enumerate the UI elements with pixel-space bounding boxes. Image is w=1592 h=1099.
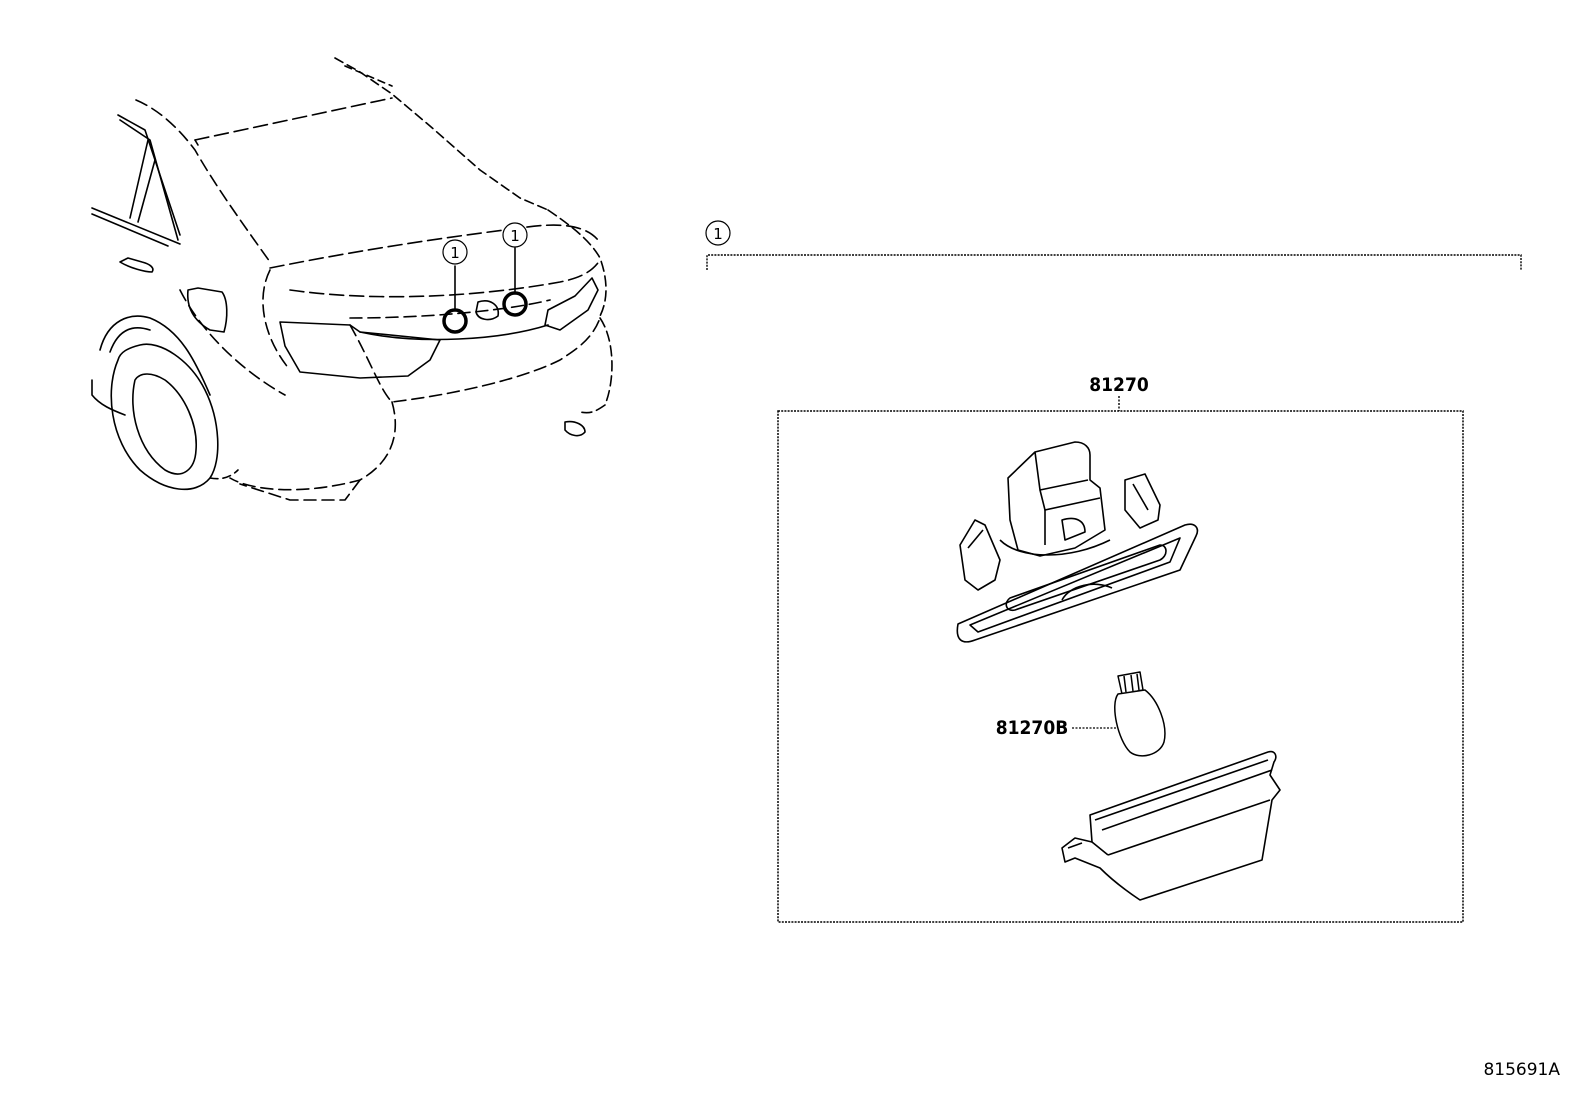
- callout-car-left: 1: [442, 239, 468, 265]
- callout-bracket-number: 1: [713, 225, 723, 243]
- diagram-code: 815691A: [1483, 1060, 1560, 1080]
- part-number-81270b: 81270B: [996, 717, 1069, 739]
- lens-cover: [1061, 750, 1281, 901]
- assembly-box: [777, 410, 1464, 923]
- license-lamp-housing: [956, 441, 1199, 643]
- part-number-81270: 81270: [1089, 374, 1149, 396]
- callout-car-right-number: 1: [510, 227, 520, 245]
- callout-car-right: 1: [502, 222, 528, 248]
- group-bracket: [706, 254, 1522, 270]
- callout-bracket: 1: [705, 220, 1522, 270]
- callout-car-left-number: 1: [450, 244, 460, 262]
- car-rear-view: [91, 57, 613, 501]
- bulb: [1114, 671, 1166, 757]
